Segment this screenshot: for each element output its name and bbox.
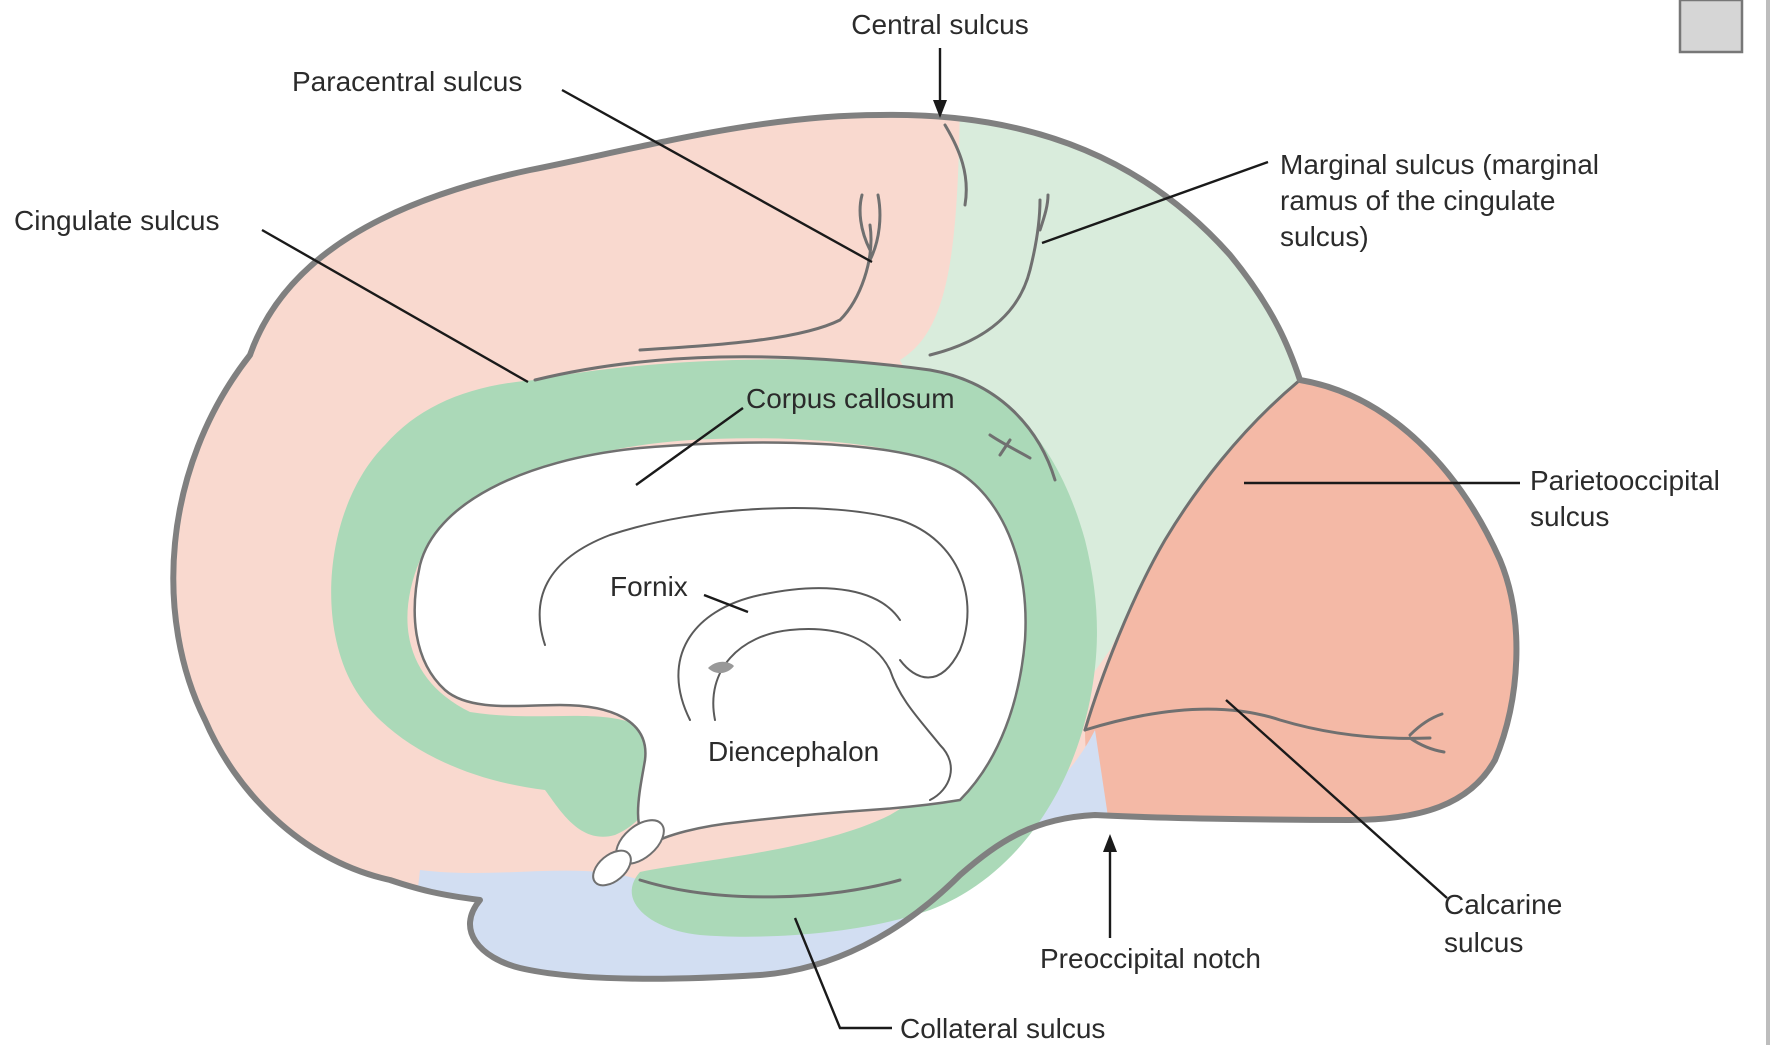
label-preoccipital-notch: Preoccipital notch — [1040, 943, 1261, 974]
label-parietooccipital-sulcus: Parietooccipital sulcus — [1530, 465, 1728, 532]
label-paracentral-sulcus: Paracentral sulcus — [292, 66, 522, 97]
label-corpus-callosum: Corpus callosum — [746, 383, 955, 414]
label-fornix: Fornix — [610, 571, 688, 602]
label-parietooccipital-line-1: Parietooccipital — [1530, 465, 1720, 496]
corner-gray-square — [1680, 0, 1742, 52]
label-cingulate-sulcus: Cingulate sulcus — [14, 205, 219, 236]
label-collateral-sulcus: Collateral sulcus — [900, 1013, 1105, 1044]
label-marginal-line-3: sulcus) — [1280, 221, 1369, 252]
label-marginal-line-2: ramus of the cingulate — [1280, 185, 1556, 216]
label-parietooccipital-line-2: sulcus — [1530, 501, 1609, 532]
preoccipital-arrowhead — [1103, 834, 1117, 852]
label-calcarine-line-2: sulcus — [1444, 927, 1523, 958]
label-calcarine-sulcus: Calcarine sulcus — [1444, 889, 1570, 958]
label-central-sulcus: Central sulcus — [851, 9, 1028, 40]
label-calcarine-line-1: Calcarine — [1444, 889, 1562, 920]
label-diencephalon: Diencephalon — [708, 736, 879, 767]
label-marginal-line-1: Marginal sulcus (marginal — [1280, 149, 1599, 180]
label-marginal-sulcus: Marginal sulcus (marginal ramus of the c… — [1280, 149, 1607, 252]
